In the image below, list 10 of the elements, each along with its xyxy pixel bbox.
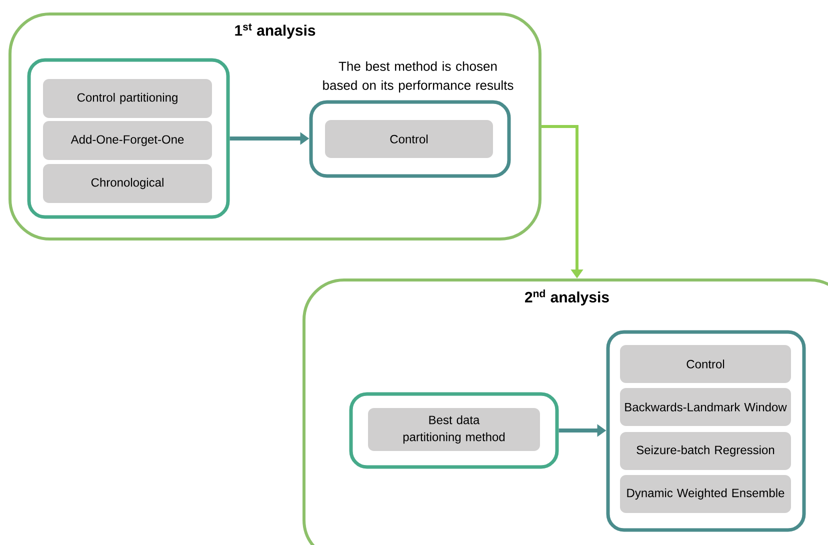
method-box: Control bbox=[325, 120, 493, 158]
node-label: The best method is chosen based on its performance results bbox=[323, 61, 514, 92]
method-box: Control bbox=[620, 345, 791, 383]
method-box: Add-One-Forget-One bbox=[43, 121, 212, 160]
method-box: Backwards-Landmark Window bbox=[620, 388, 791, 426]
method-box: Best data partitioning method bbox=[368, 408, 540, 451]
method-box: Chronological bbox=[43, 164, 212, 203]
method-box: Control partitioning bbox=[43, 79, 212, 118]
method-box: Seizure-batch Regression bbox=[620, 432, 791, 470]
method-box: Dynamic Weighted Ensemble bbox=[620, 475, 791, 513]
